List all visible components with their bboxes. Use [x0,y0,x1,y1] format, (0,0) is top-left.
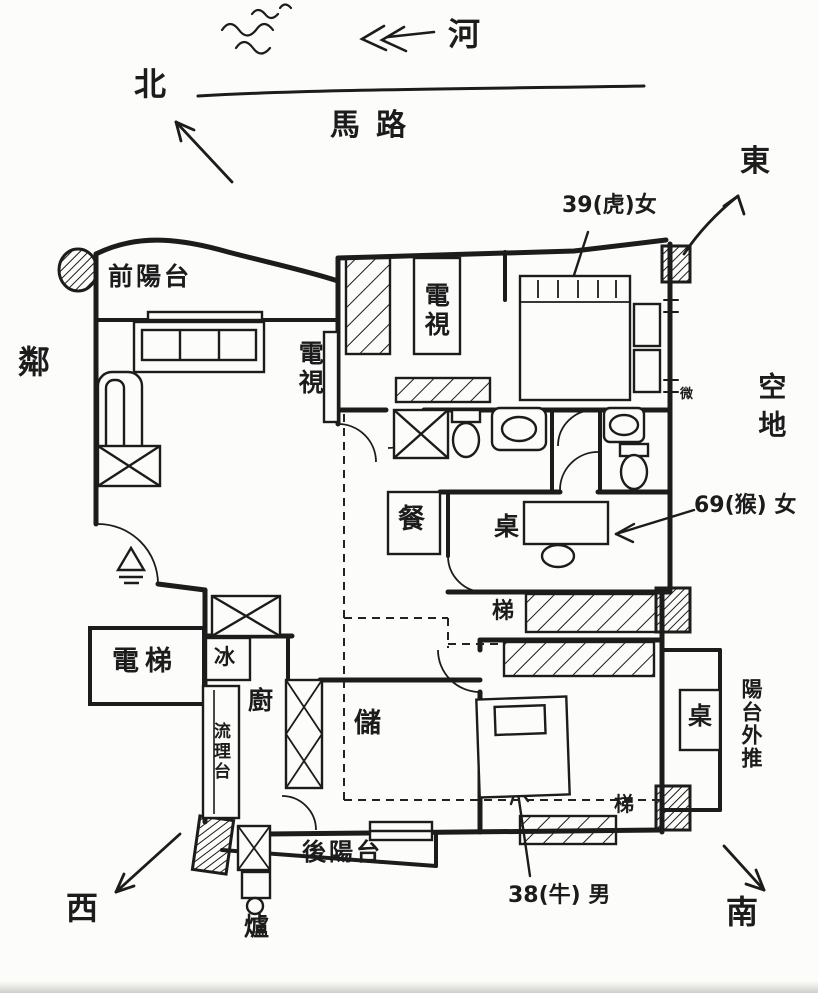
post-top-right [660,244,692,284]
back-balcony-door [281,795,317,831]
cabinet-x-left [96,444,162,488]
living-tv-label: 電視 [295,340,325,398]
open-land-label: 空地 [754,372,788,448]
west-arrow [114,832,182,894]
elevator-label: 電梯 [112,646,178,677]
small-note-label: 微 [680,387,694,402]
lower-bedroom-door [437,649,481,693]
living-hall-door [337,423,377,463]
elevator-shaft [88,626,206,706]
compass-north-label: 北 [134,65,167,103]
bedroom-desk-label: 桌 [688,702,712,730]
toilet-2 [618,442,650,491]
fridge-label: 冰 [214,645,235,669]
shower-box [392,408,450,460]
master-bed [518,274,632,402]
compass-west-label: 西 [66,889,99,927]
study-desk [522,500,610,569]
river-label: 河 [448,15,481,53]
door-arcs [97,409,599,831]
study-occupant-arrow [614,508,696,544]
kitchen-x-box [210,594,282,638]
sink-counter-box [201,684,241,820]
front-balcony-label: 前陽台 [108,262,193,291]
doorbell-symbol [115,545,147,585]
stairs-lower-strip [518,814,618,846]
lower-bed [475,695,571,799]
lower-occupant-label: 38(牛) 男 [508,883,611,908]
stove-label: 爐 [244,912,270,941]
nightstand [632,302,662,394]
compass-south-label: 南 [726,893,759,931]
wardrobe-lower [502,640,656,678]
tv-cabinet-media [412,256,462,356]
compass-east-label: 東 [740,144,770,179]
scan-edge-shadow [0,981,818,993]
stairs-upper-strip [524,592,658,634]
master-occupant-label: 39(虎)女 [562,193,657,218]
tv-living [322,330,340,424]
river-waves [220,3,293,55]
furniture [96,256,722,916]
neighbor-label: 鄰 [18,343,51,381]
road-line [196,84,646,98]
bedroom-desk-box [678,688,722,752]
dashed-guides [343,414,660,801]
south-arrow [722,844,766,892]
entry-door [97,523,159,585]
study-occupant-label: 69(猴) 女 [694,493,797,518]
kitchen-label: 廚 [248,686,274,715]
balcony-extension-label: 陽台外推 [739,678,764,770]
master-bedroom-door [557,409,595,447]
sink-counter-label: 流理台 [209,722,230,782]
sink-2 [602,406,646,444]
storage-label: 儲 [354,708,381,739]
storage-column [284,678,324,790]
post-top-left [57,247,99,293]
stairs-lower-label: 梯 [614,792,634,816]
bathroom2-door [559,451,599,491]
river-flow-arrow [359,24,436,53]
wardrobe-media [344,256,392,356]
east-arrow [682,194,746,256]
north-arrow [174,120,234,184]
fridge-box [204,636,252,682]
sofa [132,320,266,374]
stairs-upper-label: 梯 [492,599,515,624]
media-tv-label: 電視 [421,282,451,340]
dining-label: 餐 [398,504,425,535]
stove-unit [236,824,272,916]
bottom-window [368,820,434,842]
study-door [447,555,485,593]
post-bottom-left [190,814,236,876]
closet-strip [394,376,492,404]
sink-1 [490,406,548,452]
back-balcony-label: 後陽台 [302,838,383,866]
dining-table [386,490,442,556]
road-label: 馬路 [330,108,422,143]
study-desk-label: 桌 [494,512,520,541]
toilet-1 [450,408,482,459]
